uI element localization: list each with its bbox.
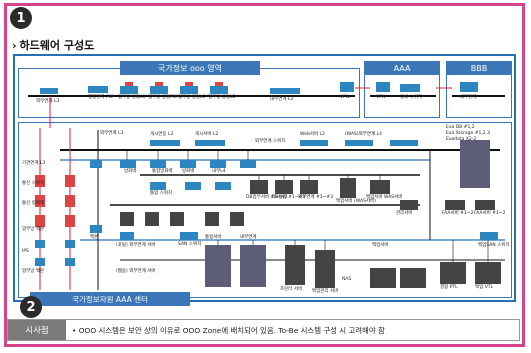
label-vtl: 백업 VTL	[475, 285, 494, 290]
label-fw3: 업무망 공통L3	[178, 95, 206, 100]
label-nas: NAS	[342, 277, 352, 282]
center-zone-box	[18, 122, 512, 298]
aaa-zone-header: AAA	[364, 61, 440, 75]
label-left1: 기관연계 L3	[22, 161, 46, 166]
label-bbb-ext: 내부연계	[460, 95, 477, 100]
insight-text: • OOO 시스템은 보안 상의 이유로 OOO Zone에 배치되어 있음. …	[72, 325, 385, 335]
content-frame	[4, 3, 525, 347]
label-l3-main: 외부연계 L3	[100, 131, 124, 136]
label-db3: 외부연계 #1~#3	[298, 195, 334, 200]
label-disk2: 내부연계	[240, 235, 257, 240]
label-left5: IPS	[22, 249, 29, 254]
label-san: SAN 스위치	[178, 242, 202, 247]
label-exa3: Exadata X2-2	[446, 137, 477, 142]
label-app-sw: (WAS)외부연계 L4	[345, 132, 383, 137]
label-fw-l: 행정연계 FW	[88, 95, 114, 100]
section-title: 하드웨어 구성도	[19, 39, 95, 52]
label-fw2: 업무망 공통FW	[148, 95, 178, 100]
label-fw4: 업무망 공통L2	[208, 95, 236, 100]
label-aaa-vpn: VPN	[376, 95, 386, 100]
label-db-fw: 통합방화벽	[152, 169, 173, 174]
label-fw-b: 방화벽	[182, 169, 195, 174]
center-zone-header: 국가정보자원 AAA 센터	[30, 292, 190, 306]
label-ms: 관리서버	[396, 211, 413, 216]
insight-tag: 시사점	[8, 320, 66, 340]
label-bk-srv: 백업관리 서버	[312, 289, 339, 294]
label-exa1: Exa DB #1,2	[446, 125, 475, 130]
label-aaa-sw: 동네 스위치	[400, 95, 423, 100]
label-san2: 백업SAN 스위치	[478, 243, 510, 248]
label-was2: 백업서버 WAS서버	[366, 195, 403, 200]
label-left4: 업무망 백본	[22, 227, 45, 232]
chevron-right-icon: ›	[12, 38, 17, 52]
section-heading: › 하드웨어 구성도	[12, 37, 94, 53]
label-fw-a: 방화벽	[124, 169, 137, 174]
label-center-sw: 외부연계 스위치	[255, 139, 286, 144]
label-exa2: Exa Storage #1,2,3	[446, 131, 490, 136]
label-l2-b: 게시서버 L2	[195, 132, 219, 137]
label-web-sw: Web서버 L2	[300, 132, 325, 137]
label-faa1: FAA서버 #1~2	[442, 211, 474, 216]
label-ptl: 결합 PTL	[440, 285, 458, 290]
label-back1: 백본	[90, 235, 99, 240]
label-bk-sw: 백업서버	[372, 243, 389, 248]
section-badge-2: 2	[20, 296, 42, 318]
label-was: 백업서버 (WAS서버)	[336, 199, 376, 204]
label-vpn: VPN	[340, 95, 350, 100]
label-disk1: 통합서버	[205, 235, 222, 240]
label-faa2: FAA서버 #1~2	[474, 211, 506, 216]
label-left3: 통신 방화벽	[22, 201, 45, 206]
insight-box: 시사점 • OOO 시스템은 보안 상의 이유로 OOO Zone에 배치되어 …	[7, 319, 520, 341]
label-db1: DB업무서버 #1~#2	[246, 195, 288, 200]
label-l4: 내부L4	[212, 169, 226, 174]
bbb-zone-header: BBB	[446, 61, 512, 75]
label-back3: (웹용) 외부연계 서버	[116, 269, 156, 274]
section-badge-1: 1	[10, 7, 32, 29]
label-db2: DB통합 #1~#3	[272, 195, 306, 200]
main-zone-header: 국가정보 ooo 영역	[120, 61, 260, 75]
label-back2: (포털) 외부연계 서버	[116, 243, 156, 248]
label-ext-l2: 내부연계 L2	[270, 97, 294, 102]
label-sw-a: 통합 스위치	[150, 191, 173, 196]
label-ext-l3-top: 외부연계 L3	[36, 99, 60, 104]
label-left6: 업무망 백본	[22, 269, 45, 274]
label-fw1: 업무망 공통L3	[118, 95, 146, 100]
label-left2: 통신 스위치	[22, 181, 45, 186]
label-l2-a: 게시연동 L2	[150, 132, 174, 137]
label-prn: 프린터 서버	[280, 287, 303, 292]
